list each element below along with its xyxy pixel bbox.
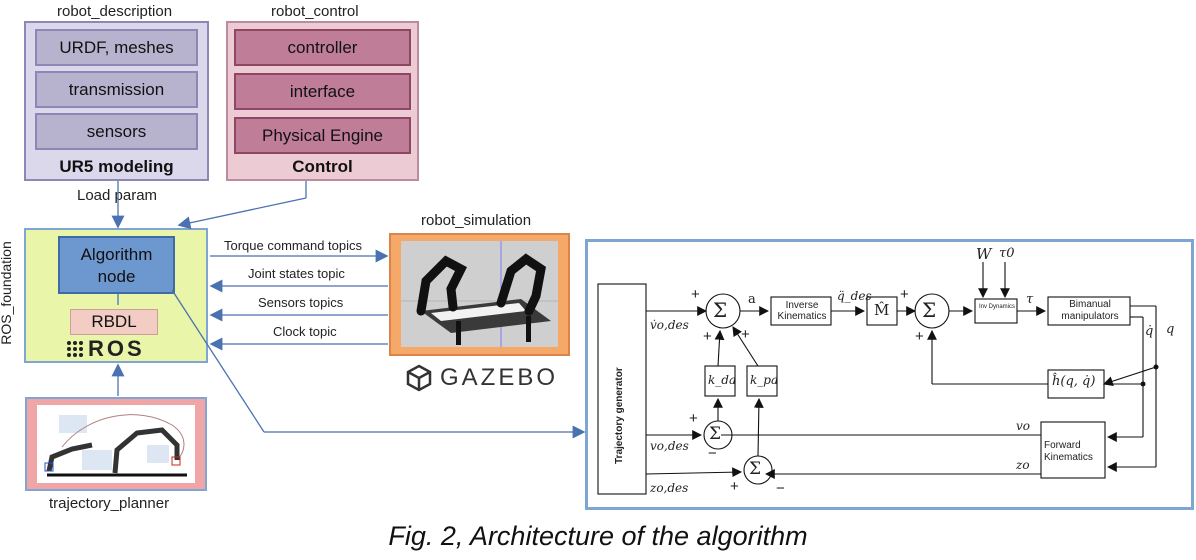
joint-states-topic-label: Joint states topic <box>248 266 345 281</box>
signal-tau0: τ0 <box>999 246 1015 261</box>
bimanual-manipulators-label: Bimanual manipulators <box>1061 299 1119 322</box>
rbdl-box: RBDL <box>70 309 158 335</box>
k-da-block: k_da <box>708 373 737 387</box>
robot-control-heading: robot_control <box>271 3 359 20</box>
robot-description-heading: robot_description <box>57 3 173 20</box>
signal-vo: vo <box>1016 419 1031 433</box>
controller-box: controller <box>234 29 411 66</box>
control-title: Control <box>292 157 353 176</box>
plus-sign: + <box>915 328 924 345</box>
signal-vdot-odes: v̇o,des <box>650 318 689 332</box>
inv-dynamics-label: Inv Dynamics <box>978 304 1015 310</box>
ur5-modeling-title: UR5 modeling <box>59 157 174 176</box>
ros-dots-icon <box>66 340 84 358</box>
sensors-topic-label: Sensors topics <box>258 295 344 310</box>
ros-logo: ROS <box>88 336 145 361</box>
signal-q: q <box>1166 322 1175 337</box>
plus-sign: + <box>703 328 712 345</box>
trajectory-generator-label: Trajectory generator <box>614 367 625 464</box>
robot-control-panel: controller interface Physical Engine Con… <box>226 21 419 181</box>
ros-foundation-panel: Algorithm node RBDL ROS <box>24 228 208 363</box>
inverse-kinematics-label: Inverse Kinematics <box>777 300 827 322</box>
gazebo-logo: GAZEBO <box>440 364 559 391</box>
sum-node-4: Σ <box>749 459 762 479</box>
block-diagram-svg <box>597 262 1159 495</box>
algorithm-node: Algorithm node <box>58 236 175 294</box>
simulation-render-image <box>401 241 558 347</box>
sum-node-1: Σ <box>713 298 728 322</box>
plus-sign: + <box>730 478 739 495</box>
plus-sign: + <box>689 410 698 427</box>
signal-a: a <box>748 292 756 307</box>
transmission-box: transmission <box>35 71 198 108</box>
sum-node-2: Σ <box>922 298 937 322</box>
plus-sign: + <box>691 286 700 303</box>
load-param-label: Load param <box>77 187 158 204</box>
signal-w: W <box>976 245 992 263</box>
figure-caption: Fig. 2, Architecture of the algorithm <box>388 521 808 551</box>
sensors-box: sensors <box>35 113 198 150</box>
control-block-diagram: Trajectory generator Inverse Kinematics … <box>585 239 1194 510</box>
trajectory-planner-label: trajectory_planner <box>49 495 170 512</box>
trajectory-planner-image <box>37 405 195 483</box>
sum-node-3: Σ <box>709 424 722 444</box>
robot-simulation-panel <box>389 233 570 356</box>
interface-box: interface <box>234 73 411 110</box>
signal-qdd-des: q̈_des <box>837 289 872 303</box>
plus-sign: + <box>900 286 909 303</box>
trajectory-planner-panel <box>25 397 207 491</box>
minus-sign: − <box>776 480 785 497</box>
torque-topic-label: Torque command topics <box>224 238 363 253</box>
gazebo-icon <box>405 364 433 392</box>
urdf-meshes-box: URDF, meshes <box>35 29 198 66</box>
signal-tau: τ <box>1026 292 1034 307</box>
robot-simulation-heading: robot_simulation <box>421 212 532 229</box>
m-hat-block: M̂ <box>874 301 890 319</box>
signal-z-odes: zo,des <box>650 481 689 495</box>
robot-description-panel: URDF, meshes transmission sensors UR5 mo… <box>24 21 209 181</box>
k-pa-block: k_pa <box>750 373 779 387</box>
clock-topic-label: Clock topic <box>273 324 337 339</box>
h-hat-block: ĥ(q, q̇) <box>1052 374 1096 389</box>
signal-qdot: q̇ <box>1145 324 1154 339</box>
physical-engine-box: Physical Engine <box>234 117 411 154</box>
signal-zo: zo <box>1016 458 1030 472</box>
signal-v-odes: vo,des <box>650 439 689 453</box>
minus-sign: − <box>708 445 717 462</box>
plus-sign: + <box>741 326 750 343</box>
forward-kinematics-label: Forward Kinematics <box>1044 440 1093 463</box>
